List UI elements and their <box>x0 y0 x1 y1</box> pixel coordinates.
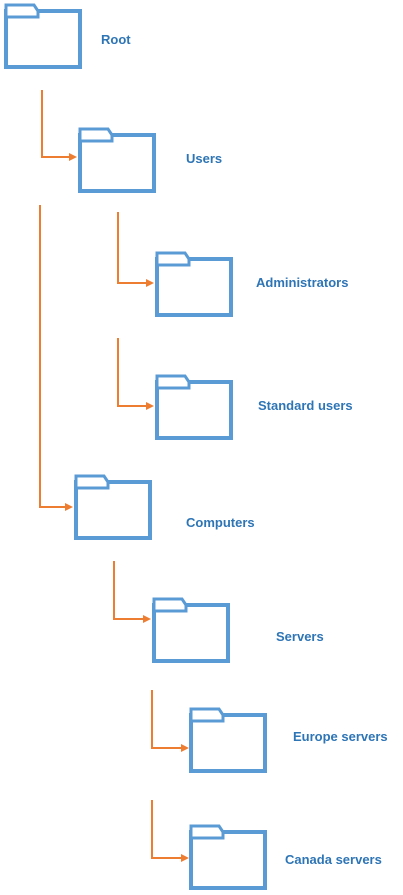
folder-icon <box>78 127 156 193</box>
folder-label-users: Users <box>186 151 222 166</box>
folder-label-europe-servers: Europe servers <box>293 729 388 744</box>
folder-icon <box>4 3 82 69</box>
folder-icon <box>74 474 152 540</box>
folder-node-europe-servers[interactable]: Europe servers <box>189 707 388 773</box>
connector-users-to-administrators <box>117 212 154 287</box>
folder-icon <box>152 597 230 663</box>
folder-icon <box>155 374 233 440</box>
connector-servers-to-canada-servers <box>151 800 189 862</box>
connector-users-to-standard-users <box>117 338 154 410</box>
connector-computers-to-servers <box>113 561 151 623</box>
folder-label-canada-servers: Canada servers <box>285 852 382 867</box>
connector-servers-to-europe-servers <box>151 690 189 752</box>
folder-icon <box>189 824 267 890</box>
folder-node-canada-servers[interactable]: Canada servers <box>189 824 382 890</box>
folder-node-computers[interactable]: Computers <box>74 474 255 540</box>
folder-icon <box>155 251 233 317</box>
folder-node-servers[interactable]: Servers <box>152 597 324 663</box>
folder-label-computers: Computers <box>186 515 255 530</box>
connectors-layer <box>39 90 189 862</box>
folder-node-root[interactable]: Root <box>4 3 131 69</box>
folder-label-root: Root <box>101 32 131 47</box>
folder-label-administrators: Administrators <box>256 275 348 290</box>
folder-node-users[interactable]: Users <box>78 127 222 193</box>
folder-icon <box>189 707 267 773</box>
folder-label-servers: Servers <box>276 629 324 644</box>
folder-label-standard-users: Standard users <box>258 398 353 413</box>
connector-root-to-users <box>41 90 77 161</box>
folder-node-standard-users[interactable]: Standard users <box>155 374 353 440</box>
folder-node-administrators[interactable]: Administrators <box>155 251 348 317</box>
connector-root-to-computers <box>39 205 73 511</box>
